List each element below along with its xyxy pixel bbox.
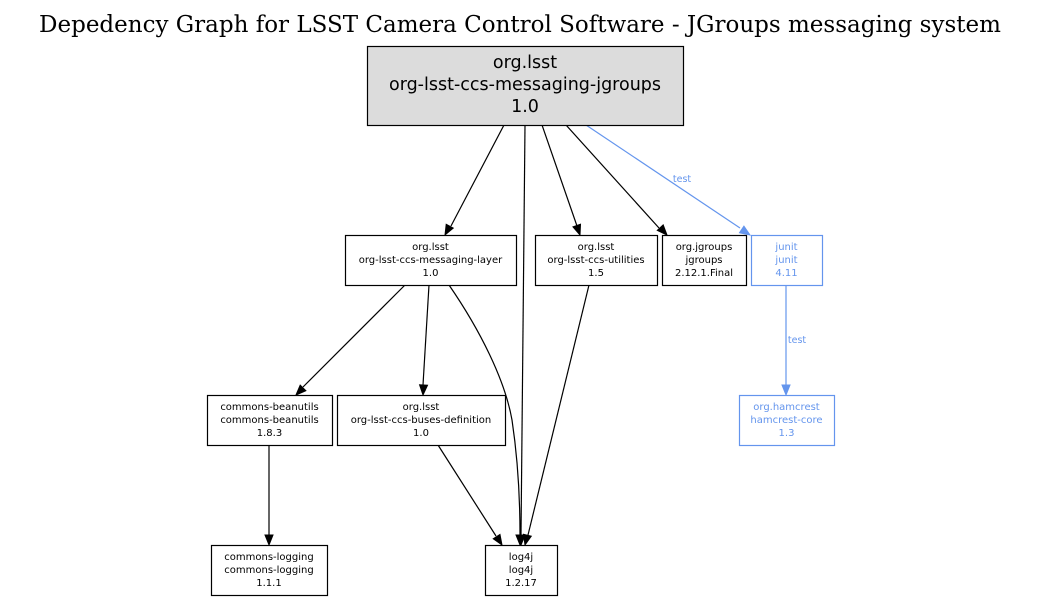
- node-artifact: hamcrest-core: [750, 415, 822, 426]
- arrowhead-icon: [656, 224, 668, 236]
- arrowhead-icon: [444, 223, 455, 237]
- edge-label: test: [788, 335, 807, 346]
- node-beanutils[interactable]: commons-beanutils commons-beanutils 1.8.3: [206, 394, 334, 447]
- edge-root-to-utilities: [541, 124, 582, 237]
- node-jgroups[interactable]: org.jgroups jgroups 2.12.1.Final: [661, 234, 748, 287]
- node-box: [484, 544, 559, 597]
- node-version: 1.0: [413, 428, 429, 439]
- node-box: [344, 234, 518, 287]
- edge-root-to-jgroups: [565, 124, 668, 236]
- node-box: [336, 394, 507, 447]
- node-version: 1.1.1: [256, 578, 281, 589]
- node-box: [738, 394, 836, 447]
- node-group: org.lsst: [403, 402, 440, 413]
- node-group: org.jgroups: [676, 242, 733, 253]
- node-version: 1.0: [423, 268, 439, 279]
- node-box: [661, 234, 748, 287]
- arrowhead-icon: [295, 384, 307, 396]
- edge-junit-to-hamcrest: test: [781, 285, 807, 397]
- node-version: 1.2.17: [505, 578, 537, 589]
- node-version: 4.11: [775, 268, 797, 279]
- node-artifact: commons-logging: [224, 565, 313, 576]
- node-version: 2.12.1.Final: [675, 268, 733, 279]
- edge-line: [450, 124, 505, 227]
- edge-messaging-layer-to-log4j: [448, 284, 525, 547]
- arrowhead-icon: [264, 534, 274, 547]
- node-junit[interactable]: junit junit 4.11: [750, 234, 824, 287]
- node-box: [206, 394, 334, 447]
- edge-messaging-layer-to-buses-definition: [418, 284, 430, 397]
- node-artifact: org-lsst-ccs-messaging-jgroups: [389, 75, 661, 95]
- arrowhead-icon: [492, 533, 503, 547]
- edge-line: [520, 124, 526, 536]
- edge-utilities-to-log4j: [522, 284, 590, 547]
- graph-title: Depedency Graph for LSST Camera Control …: [39, 12, 1001, 38]
- arrowhead-icon: [418, 384, 429, 397]
- edges-layer: test test: [264, 124, 807, 547]
- arrowhead-icon: [522, 533, 533, 547]
- node-artifact: junit: [774, 255, 797, 266]
- node-artifact: org-lsst-ccs-buses-definition: [351, 415, 492, 426]
- nodes-layer: org.lsstorg-lsst-ccs-messaging-jgroups1.…: [206, 45, 836, 597]
- edge-messaging-layer-to-beanutils: [295, 284, 406, 396]
- arrowhead-icon: [515, 534, 525, 547]
- node-group: org.hamcrest: [753, 402, 820, 413]
- node-box: [366, 45, 685, 127]
- node-version: 1.3: [779, 428, 795, 439]
- arrowhead-icon: [738, 225, 752, 236]
- node-group: org.lsst: [578, 242, 615, 253]
- node-root[interactable]: org.lsstorg-lsst-ccs-messaging-jgroups1.…: [366, 45, 685, 127]
- edge-line: [541, 124, 578, 227]
- node-group: log4j: [509, 552, 533, 563]
- node-version: 1.8.3: [257, 428, 282, 439]
- edge-line: [437, 444, 497, 537]
- node-group: commons-logging: [224, 552, 313, 563]
- node-artifact: org-lsst-ccs-messaging-layer: [359, 255, 503, 266]
- node-group: org.lsst: [493, 53, 557, 73]
- edge-line: [448, 284, 521, 536]
- node-artifact: log4j: [509, 565, 533, 576]
- node-version: 1.5: [588, 268, 604, 279]
- edge-root-to-junit: test: [585, 124, 752, 236]
- edge-line: [565, 124, 660, 229]
- node-artifact: commons-beanutils: [220, 415, 318, 426]
- node-group: org.lsst: [412, 242, 449, 253]
- node-log4j[interactable]: log4j log4j 1.2.17: [484, 544, 559, 597]
- arrowhead-icon: [572, 223, 582, 237]
- node-box: [750, 234, 824, 287]
- arrowhead-icon: [781, 384, 791, 397]
- node-messaging-layer[interactable]: org.lsst org-lsst-ccs-messaging-layer 1.0: [344, 234, 518, 287]
- edge-beanutils-to-commons-logging: [264, 445, 274, 547]
- edge-root-to-messaging-layer: [444, 124, 505, 237]
- node-artifact: jgroups: [684, 255, 722, 266]
- node-version: 1.0: [511, 97, 539, 117]
- node-box: [534, 234, 659, 287]
- node-group: commons-beanutils: [220, 402, 318, 413]
- edge-label: test: [673, 174, 692, 185]
- node-hamcrest[interactable]: org.hamcrest hamcrest-core 1.3: [738, 394, 836, 447]
- node-artifact: org-lsst-ccs-utilities: [547, 255, 644, 266]
- node-box: [210, 544, 329, 597]
- edge-line: [302, 284, 406, 388]
- node-group: junit: [774, 242, 797, 253]
- edge-line: [422, 284, 430, 386]
- edge-line: [527, 284, 590, 536]
- edge-line: [585, 124, 741, 229]
- node-utilities[interactable]: org.lsst org-lsst-ccs-utilities 1.5: [534, 234, 659, 287]
- edge-buses-definition-to-log4j: [437, 444, 503, 547]
- node-commons-logging[interactable]: commons-logging commons-logging 1.1.1: [210, 544, 329, 597]
- node-buses-definition[interactable]: org.lsst org-lsst-ccs-buses-definition 1.0: [336, 394, 507, 447]
